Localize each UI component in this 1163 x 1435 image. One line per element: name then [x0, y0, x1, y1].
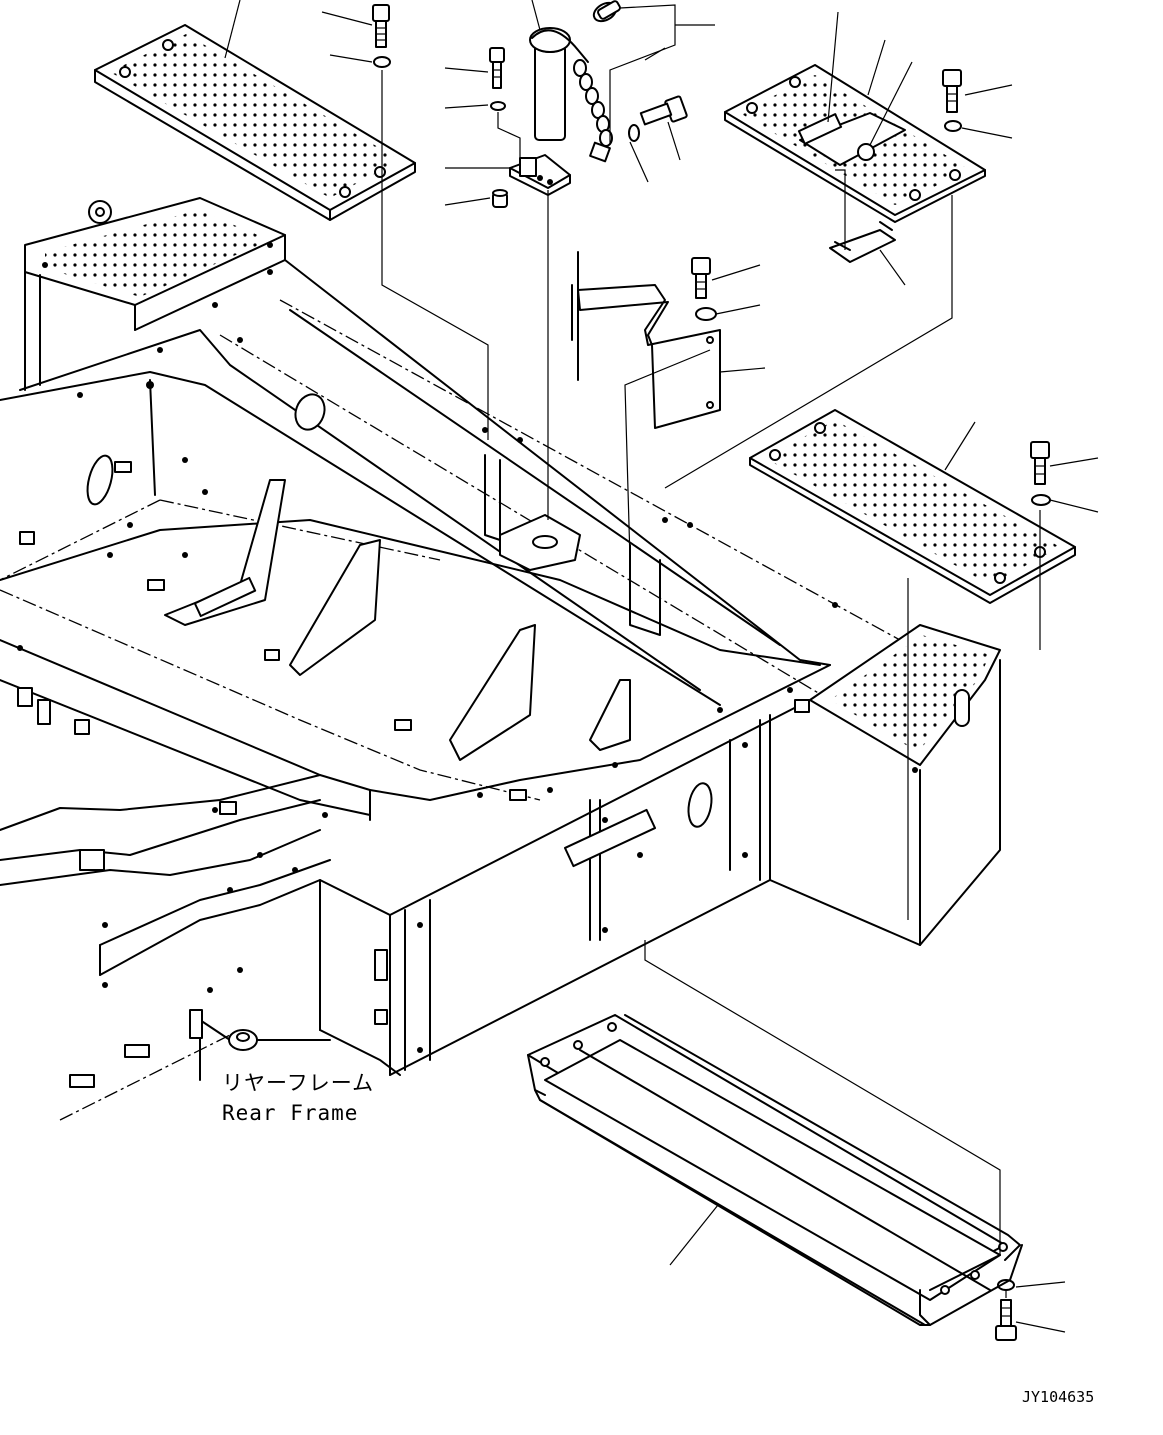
bottom-tray — [527, 1014, 1023, 1326]
spacer — [492, 189, 508, 208]
bolt-horizontal — [639, 95, 688, 126]
leader-lines — [321, 0, 1099, 1333]
washer — [628, 124, 640, 142]
bolt-top-left — [372, 4, 390, 48]
rear-frame — [0, 197, 1001, 1121]
drawing-code: JY104635 — [1022, 1388, 1094, 1406]
frame-label-en: Rear Frame — [222, 1101, 358, 1125]
leader-line — [224, 0, 241, 59]
washer — [490, 101, 506, 111]
washer — [1031, 494, 1051, 506]
lock-pin — [529, 0, 621, 163]
washer — [373, 56, 391, 68]
bracket — [571, 251, 721, 429]
step-plate-left — [94, 24, 416, 221]
bolt-mid-right — [1030, 441, 1050, 485]
washer — [695, 307, 717, 321]
step-plate-right — [724, 64, 986, 263]
washer — [944, 120, 962, 132]
bolt-bracket — [691, 257, 711, 299]
frame-label-jp: リヤーフレーム — [222, 1071, 374, 1095]
step-plate-mid-right — [749, 409, 1076, 604]
pin-holder — [509, 154, 571, 196]
frame-lugs — [17, 461, 810, 1088]
bolt-top-right — [942, 69, 962, 113]
chain — [573, 59, 613, 163]
bolt-bottom — [995, 1299, 1017, 1341]
bolt-pin-holder — [489, 47, 505, 89]
